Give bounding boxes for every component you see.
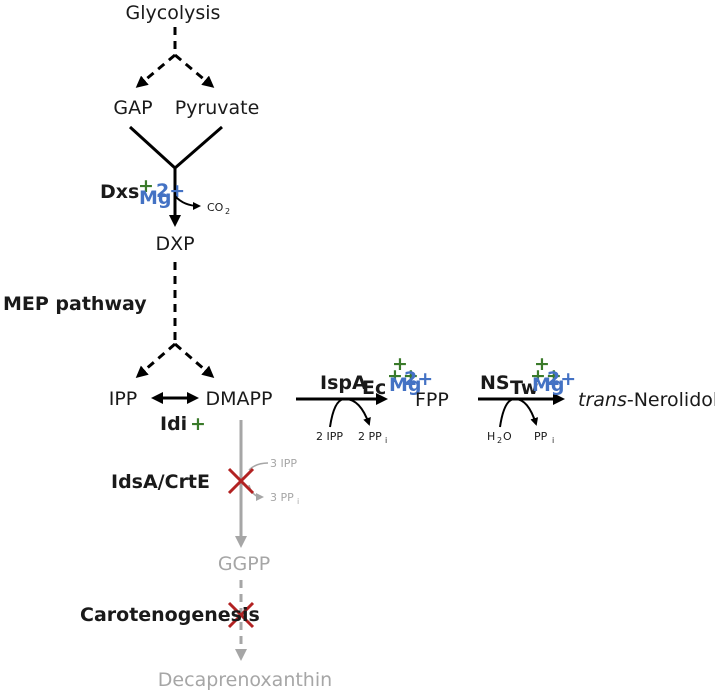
ispa-overexpression-mid: ++ xyxy=(387,365,419,387)
merge-line-gap xyxy=(128,125,177,170)
idi-overexpression-plus: + xyxy=(190,413,206,435)
ns-cofactor-charge: 2+ xyxy=(547,368,576,390)
ispa-cofactor-charge: 2+ xyxy=(404,368,433,390)
ns-overexpression-top: + xyxy=(534,353,550,375)
ns-cosubstrate-tail: O xyxy=(503,430,512,443)
ns-cosubstrate-subscript: 2 xyxy=(497,436,502,445)
block-mark-carotenogenesis xyxy=(227,601,255,629)
co2-label: CO xyxy=(207,201,224,214)
ispa-cofactor: Mg xyxy=(389,374,422,396)
enzyme-ns: NS Tw + ++ Mg 2+ xyxy=(480,353,576,399)
block-mark-idsa xyxy=(227,467,255,495)
node-dxp: DXP xyxy=(155,233,194,255)
enzyme-ns-name: NS xyxy=(480,372,510,394)
dxs-cofactor: Mg xyxy=(139,187,172,209)
ispa-coproduct: 2 PP xyxy=(358,430,382,443)
arrow-to-pyruvate xyxy=(174,53,215,88)
arrow-to-ipp xyxy=(135,342,176,378)
co2-release-arrow xyxy=(174,195,201,210)
ns-coproduct-subscript: i xyxy=(552,436,554,445)
idsa-coproduct-arrow xyxy=(248,484,264,501)
arrow-to-gap xyxy=(135,53,176,88)
enzyme-idi-name: Idi xyxy=(160,413,187,435)
ns-overexpression-mid: ++ xyxy=(530,365,562,387)
enzyme-dxs-name: Dxs xyxy=(100,181,139,203)
ns-cosubstrate: H xyxy=(487,430,495,443)
ispa-side-arrow xyxy=(329,397,371,428)
enzyme-idsa-crte: IdsA/CrtE xyxy=(111,471,210,493)
ns-side-arrow xyxy=(499,397,539,428)
node-dmapp: DMAPP xyxy=(206,388,273,410)
nerolidol-name: -Nerolidol xyxy=(627,389,715,411)
label-mep-pathway: MEP pathway xyxy=(3,293,147,315)
ns-coproduct: PP xyxy=(534,430,548,443)
dxs-overexpression-plus: + xyxy=(138,175,154,197)
label-carotenogenesis: Carotenogenesis xyxy=(80,604,260,626)
arrow-to-dmapp xyxy=(174,342,215,378)
node-glycolysis: Glycolysis xyxy=(126,2,221,24)
idsa-cosubstrate: 3 IPP xyxy=(270,457,297,470)
node-ipp: IPP xyxy=(109,388,138,410)
node-gap: GAP xyxy=(113,97,152,119)
co2-subscript: 2 xyxy=(225,207,230,216)
ispa-overexpression-top: + xyxy=(392,353,408,375)
enzyme-ispa: IspA Ec + ++ Mg 2+ xyxy=(320,353,433,399)
node-decaprenoxanthin: Decaprenoxanthin xyxy=(158,669,332,691)
idsa-cosubstrate-curve xyxy=(248,462,269,471)
idsa-coproduct: 3 PP xyxy=(270,491,294,504)
node-ggpp: GGPP xyxy=(218,553,270,575)
enzyme-ispa-subscript: Ec xyxy=(362,377,386,399)
node-fpp: FPP xyxy=(415,389,449,411)
merge-line-pyruvate xyxy=(174,125,223,170)
dxs-cofactor-charge: 2+ xyxy=(156,180,185,202)
node-pyruvate: Pyruvate xyxy=(175,97,260,119)
enzyme-dxs: Dxs + Mg 2+ xyxy=(100,175,185,209)
ns-cofactor: Mg xyxy=(532,374,565,396)
nerolidol-italic-prefix: trans xyxy=(578,389,627,411)
ispa-cosubstrate: 2 IPP xyxy=(316,430,343,443)
ispa-coproduct-subscript: i xyxy=(385,436,387,445)
idsa-coproduct-subscript: i xyxy=(297,497,299,506)
enzyme-ispa-name: IspA xyxy=(320,372,367,394)
node-nerolidol: trans-Nerolidol xyxy=(578,389,715,411)
enzyme-ns-subscript: Tw xyxy=(510,377,538,399)
